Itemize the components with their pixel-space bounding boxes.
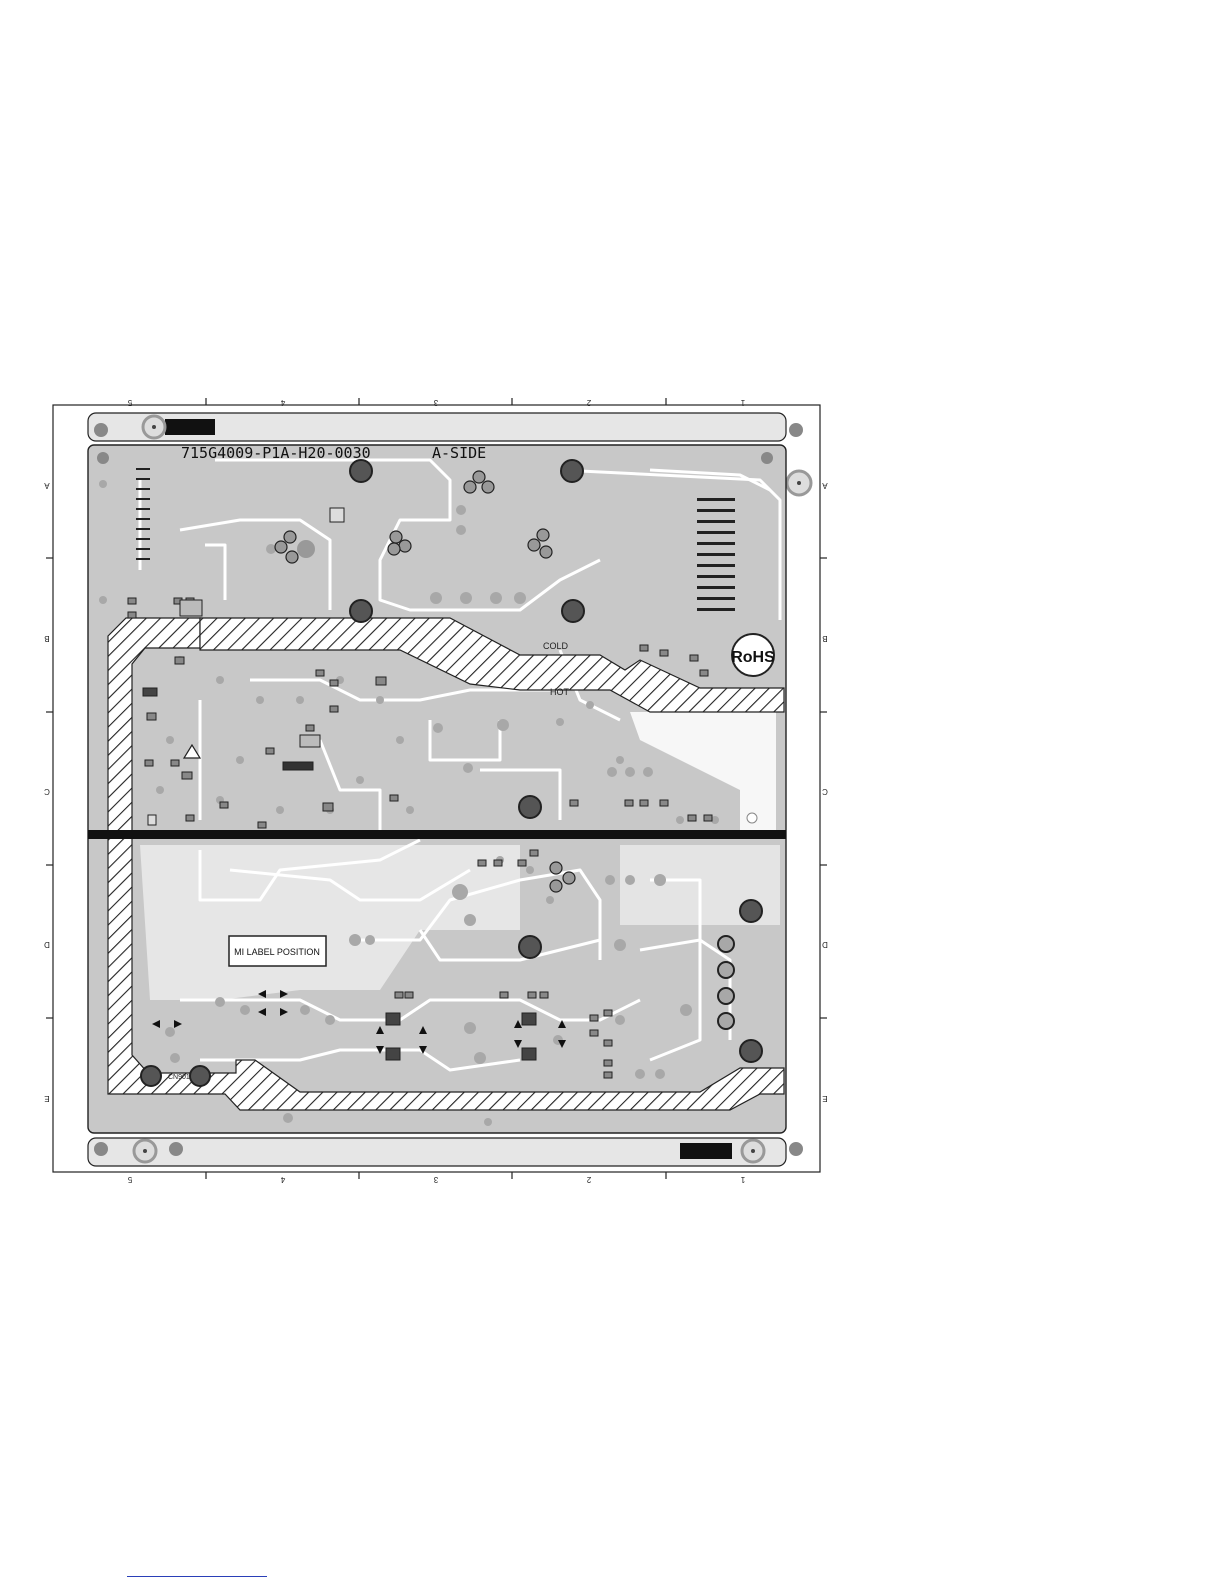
hot-label: HOT <box>550 687 570 697</box>
grid-col-top-1: 1 <box>740 398 745 407</box>
bottom-black-tab <box>680 1143 732 1159</box>
rohs-label: RoHS <box>731 649 775 666</box>
connector-label: CN901 <box>168 1074 190 1081</box>
grid-row-left-D: D <box>44 940 50 949</box>
grid-row-right-E: E <box>822 1094 827 1103</box>
grid-row-left-A: A <box>44 481 50 490</box>
grid-row-right-D: D <box>822 940 828 949</box>
grid-col-bottom-4: 4 <box>280 1175 285 1184</box>
grid-row-right-B: B <box>822 634 827 643</box>
grid-row-right-A: A <box>822 481 828 490</box>
top-black-tab <box>165 419 215 435</box>
board-side-label: A-SIDE <box>432 444 486 462</box>
grid-row-right-C: C <box>822 787 828 796</box>
grid-col-bottom-1: 1 <box>740 1175 745 1184</box>
grid-col-bottom-5: 5 <box>127 1175 132 1184</box>
grid-row-left-C: C <box>44 787 50 796</box>
grid-row-left-E: E <box>44 1094 49 1103</box>
isolation-bar <box>88 830 786 839</box>
grid-row-left-B: B <box>44 634 49 643</box>
footer-link-line <box>127 1576 267 1577</box>
grid-col-bottom-2: 2 <box>586 1175 591 1184</box>
cold-label: COLD <box>543 641 569 651</box>
grid-col-top-4: 4 <box>280 398 285 407</box>
grid-col-top-3: 3 <box>433 398 438 407</box>
board <box>88 445 786 1133</box>
grid-col-bottom-3: 3 <box>433 1175 438 1184</box>
board-part-number: 715G4009-P1A-H20-0030 <box>181 444 371 462</box>
grid-col-top-5: 5 <box>127 398 132 407</box>
grid-col-top-2: 2 <box>586 398 591 407</box>
mi-label-text: MI LABEL POSITION <box>234 947 320 957</box>
